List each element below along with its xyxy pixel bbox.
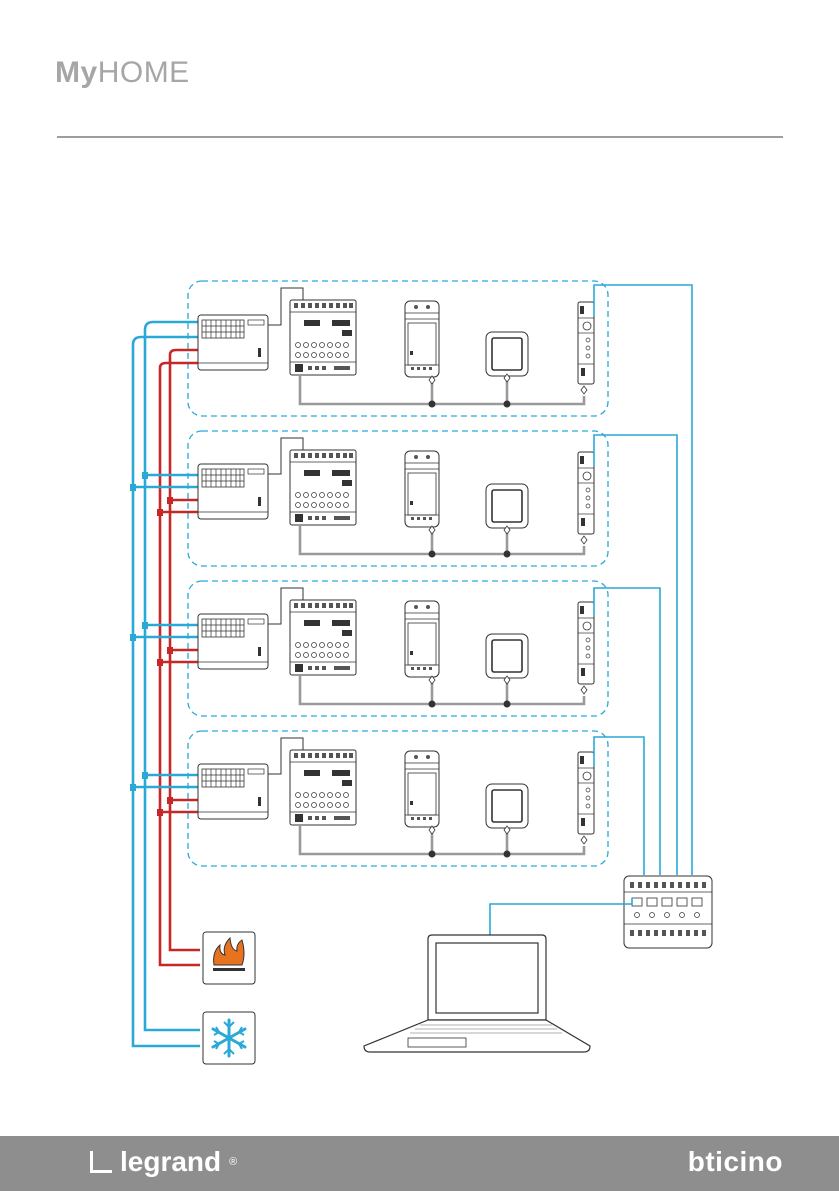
ip-interface — [578, 452, 594, 534]
power-supply — [405, 301, 439, 377]
ip-interface — [578, 602, 594, 684]
heating-boiler-icon — [203, 932, 255, 984]
lan-cable — [594, 588, 660, 875]
thermostat — [486, 484, 528, 528]
registered-mark: ® — [229, 1156, 237, 1168]
fan-coil-unit — [198, 464, 268, 519]
bus-line — [300, 525, 584, 554]
bus-line — [300, 375, 584, 404]
actuator-module — [290, 450, 356, 525]
thermostat — [486, 634, 528, 678]
thermostat — [486, 332, 528, 376]
ip-interface — [578, 302, 594, 384]
power-supply — [405, 601, 439, 677]
fan-coil-unit — [198, 764, 268, 819]
power-supply — [405, 751, 439, 827]
lan-cable — [594, 737, 644, 875]
laptop — [364, 935, 590, 1052]
legrand-mark-icon — [90, 1151, 112, 1173]
laptop-lan-cable — [490, 898, 632, 935]
network-switch — [624, 876, 712, 948]
actuator-module — [290, 300, 356, 375]
legrand-wordmark: legrand — [120, 1146, 221, 1178]
ip-interface — [578, 752, 594, 834]
footer-bar: legrand ® bticino — [0, 1136, 839, 1191]
fan-coil-unit — [198, 614, 268, 669]
cooling-chiller-icon — [203, 1012, 255, 1064]
bticino-logo: bticino — [688, 1146, 783, 1178]
actuator-module — [290, 750, 356, 825]
legrand-logo: legrand ® — [90, 1146, 237, 1178]
zone-4 — [130, 731, 644, 875]
actuator-module — [290, 600, 356, 675]
lan-cable — [594, 435, 677, 875]
system-diagram — [0, 0, 839, 1130]
hot-supply-riser — [160, 355, 200, 965]
power-supply — [405, 451, 439, 527]
thermostat — [486, 784, 528, 828]
fan-coil-unit — [198, 315, 268, 370]
bus-line — [300, 675, 584, 704]
bus-line — [300, 825, 584, 854]
